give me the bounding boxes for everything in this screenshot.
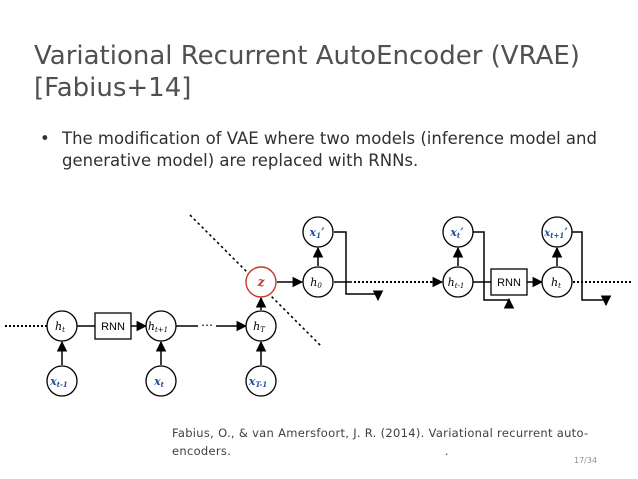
svg-text:xt+1’: xt+1’ xyxy=(543,227,567,240)
svg-text:ht: ht xyxy=(55,320,65,334)
svg-text:h0: h0 xyxy=(310,276,322,290)
slide-title-line-1: Variational Recurrent AutoEncoder (VRAE) xyxy=(34,41,580,71)
svg-text:xt-1: xt-1 xyxy=(49,375,68,389)
node-h-t: ht xyxy=(46,310,78,342)
bullet-point: • The modification of VAE where two mode… xyxy=(40,128,610,172)
node-x-t-prime-sub: t xyxy=(457,231,461,240)
node-h-t-minus-1: ht-1 xyxy=(442,266,474,298)
svg-text:hT: hT xyxy=(253,320,266,334)
node-x-t-plus-1-prime: xt+1’ xyxy=(541,216,573,248)
node-x-t-prime-label: x xyxy=(449,226,457,239)
node-x-t1-prime-sub: t+1 xyxy=(550,231,564,240)
encoder-decoder-separator xyxy=(189,214,323,348)
node-x-t-1-label: x xyxy=(49,375,57,388)
node-h-t-dec-label: h xyxy=(551,276,558,289)
svg-text:xt: xt xyxy=(153,375,165,389)
slide-title: Variational Recurrent AutoEncoder (VRAE)… xyxy=(34,40,614,104)
bullet-marker: • xyxy=(40,129,50,148)
edge-x1-feedback xyxy=(334,231,384,302)
citation-line-1: Fabius, O., & van Amersfoort, J. R. (201… xyxy=(172,426,589,440)
node-x-1-label: x xyxy=(309,226,317,239)
node-h-T-label: h xyxy=(253,320,260,333)
node-h-T-sub: T xyxy=(260,326,266,334)
node-x-1-sub: 1 xyxy=(316,231,321,240)
svg-text:ht+1: ht+1 xyxy=(148,320,168,334)
node-h-t-plus-1: ht+1 xyxy=(145,310,177,342)
node-h-t-dec-sub: t xyxy=(558,282,561,290)
node-latent-z-label: z xyxy=(257,275,266,289)
node-x-1-prime: x1’ xyxy=(302,216,334,248)
svg-text:ht: ht xyxy=(551,276,561,290)
encoder-rnn-box: RNN xyxy=(94,312,132,340)
node-x-t-prime-mark: ’ xyxy=(460,227,463,238)
node-x-t: xt xyxy=(145,365,177,397)
node-h-0-sub: 0 xyxy=(317,282,322,290)
node-x-t-label: x xyxy=(153,375,161,388)
node-h-t-sub: t xyxy=(62,326,65,334)
encoder-rnn-label: RNN xyxy=(101,321,125,333)
node-h-t1-sub: t+1 xyxy=(155,326,168,334)
node-h-t1-label: h xyxy=(148,320,155,333)
bullet-text: The modification of VAE where two models… xyxy=(62,129,597,170)
node-h-T: hT xyxy=(245,310,277,342)
node-latent-z: z xyxy=(245,266,277,298)
svg-text:xt’: xt’ xyxy=(449,226,463,240)
edge-xt-feedback xyxy=(473,231,515,309)
page-number: 17/34 xyxy=(574,456,598,465)
edge-xt1-feedback xyxy=(572,231,612,307)
svg-text:ht-1: ht-1 xyxy=(448,276,465,290)
node-x-t-minus-1: xt-1 xyxy=(46,365,78,397)
svg-text:x1’: x1’ xyxy=(309,226,325,240)
node-x-t-prime: xt’ xyxy=(442,216,474,248)
slide-title-line-2: [Fabius+14] xyxy=(34,73,192,103)
node-h-t-1-label: h xyxy=(448,276,455,289)
citation: Fabius, O., & van Amersfoort, J. R. (201… xyxy=(172,424,592,460)
node-h-0-label: h xyxy=(310,276,317,289)
node-x-t-sub: t xyxy=(161,380,165,389)
decoder-rnn-label: RNN xyxy=(497,277,521,289)
node-x-T-minus-1: xT-1 xyxy=(245,365,277,397)
node-h-t-1-sub: t-1 xyxy=(455,282,465,290)
node-h-0: h0 xyxy=(302,266,334,298)
node-h-t-label: h xyxy=(55,320,62,333)
node-h-t-decoder: ht xyxy=(541,266,573,298)
node-x-t1-prime-mark: ’ xyxy=(564,227,567,238)
node-x-1-prime: ’ xyxy=(321,227,324,238)
citation-line-2: encoders. . xyxy=(172,444,449,458)
encoder-ellipsis: … xyxy=(201,315,213,329)
node-x-T-1-label: x xyxy=(248,375,256,388)
node-x-T-1-sub: T-1 xyxy=(255,380,267,389)
node-x-t-1-sub: t-1 xyxy=(57,380,68,389)
node-x-t1-prime-label: x xyxy=(543,228,551,239)
decoder-rnn-box: RNN xyxy=(490,268,528,296)
svg-text:xT-1: xT-1 xyxy=(248,375,267,389)
